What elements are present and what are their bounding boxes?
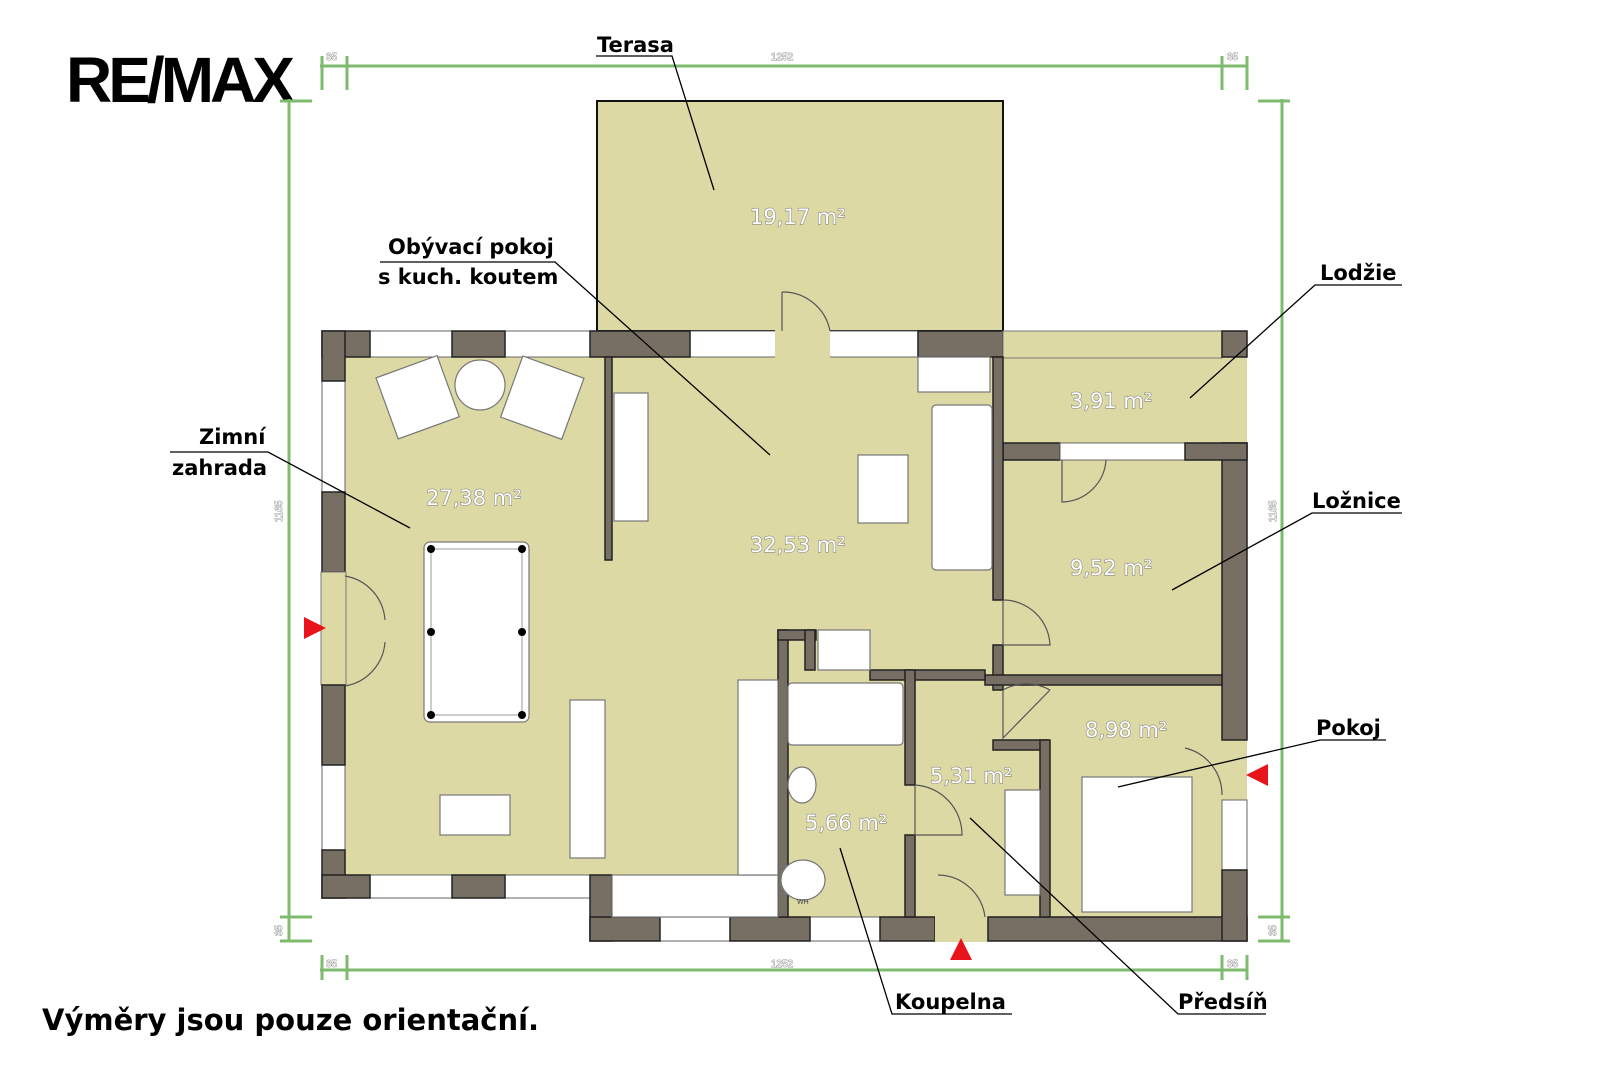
area-lodzie: 3,91 m² (1070, 389, 1152, 413)
label-predsin: Předsíň (1178, 990, 1268, 1014)
wc-label: WH (797, 899, 809, 906)
dim-right-bottom: 35 (1268, 924, 1279, 936)
area-predsin: 5,31 m² (930, 764, 1012, 788)
dim-left-main: 1165 (274, 500, 285, 522)
dim-left-bottom: 35 (274, 924, 285, 936)
dim-top-right: 35 (1227, 52, 1239, 63)
dim-right-main: 1165 (1268, 500, 1279, 522)
entrance-arrow-icon (1246, 764, 1268, 786)
area-koupelna: 5,66 m² (805, 811, 887, 835)
label-lodzie: Lodžie (1320, 261, 1397, 285)
area-pokoj: 8,98 m² (1085, 718, 1167, 742)
label-zahrada-2: zahrada (172, 456, 267, 480)
dimension-lines (280, 56, 1290, 980)
dim-top-left: 35 (326, 52, 338, 63)
entrance-arrow-icon (950, 938, 972, 960)
area-obyvaci: 32,53 m² (750, 533, 846, 557)
label-obyvaci-2: s kuch. koutem (378, 265, 558, 289)
dim-bottom-left: 35 (326, 959, 338, 970)
dim-bottom-main: 1252 (771, 959, 794, 970)
area-terasa: 19,17 m² (750, 205, 846, 229)
furniture (344, 291, 1223, 918)
label-loznice: Ložnice (1312, 489, 1401, 513)
label-terasa: Terasa (597, 33, 674, 57)
leader-lines (170, 55, 1402, 1015)
label-pokoj: Pokoj (1316, 716, 1381, 740)
dim-bottom-right: 35 (1227, 959, 1239, 970)
label-obyvaci-1: Obývací pokoj (388, 235, 554, 259)
label-koupelna: Koupelna (895, 990, 1006, 1014)
walls (320, 330, 1248, 942)
remax-logo: RE/MAX (66, 44, 295, 116)
dim-top-main: 1252 (771, 52, 794, 63)
entrance-arrow-icon (304, 617, 326, 639)
area-loznice: 9,52 m² (1070, 556, 1152, 580)
area-zahrada: 27,38 m² (426, 486, 522, 510)
disclaimer-note: Výměry jsou pouze orientační. (42, 1003, 539, 1037)
label-zahrada-1: Zimní (199, 425, 267, 449)
terrace-floor (596, 100, 1004, 332)
